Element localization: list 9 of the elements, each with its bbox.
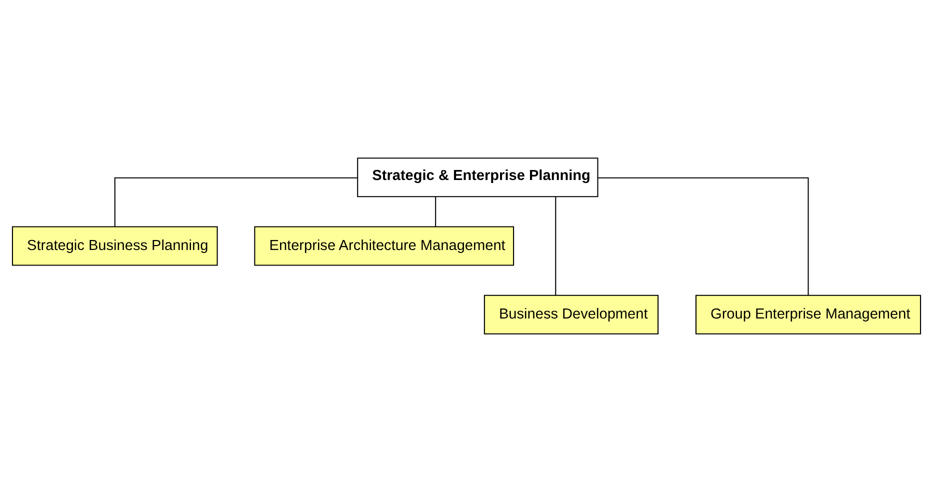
node-box: Strategic & Enterprise Planning — [357, 157, 598, 197]
connector — [435, 196, 436, 226]
connector — [114, 176, 358, 226]
node-box: Enterprise Architecture Management — [254, 226, 514, 266]
node-box: Strategic Business Planning — [12, 226, 218, 266]
connector — [555, 196, 556, 295]
node-box: Business Development — [484, 294, 659, 334]
node-box: Group Enterprise Management — [695, 294, 922, 334]
connector — [598, 176, 809, 295]
